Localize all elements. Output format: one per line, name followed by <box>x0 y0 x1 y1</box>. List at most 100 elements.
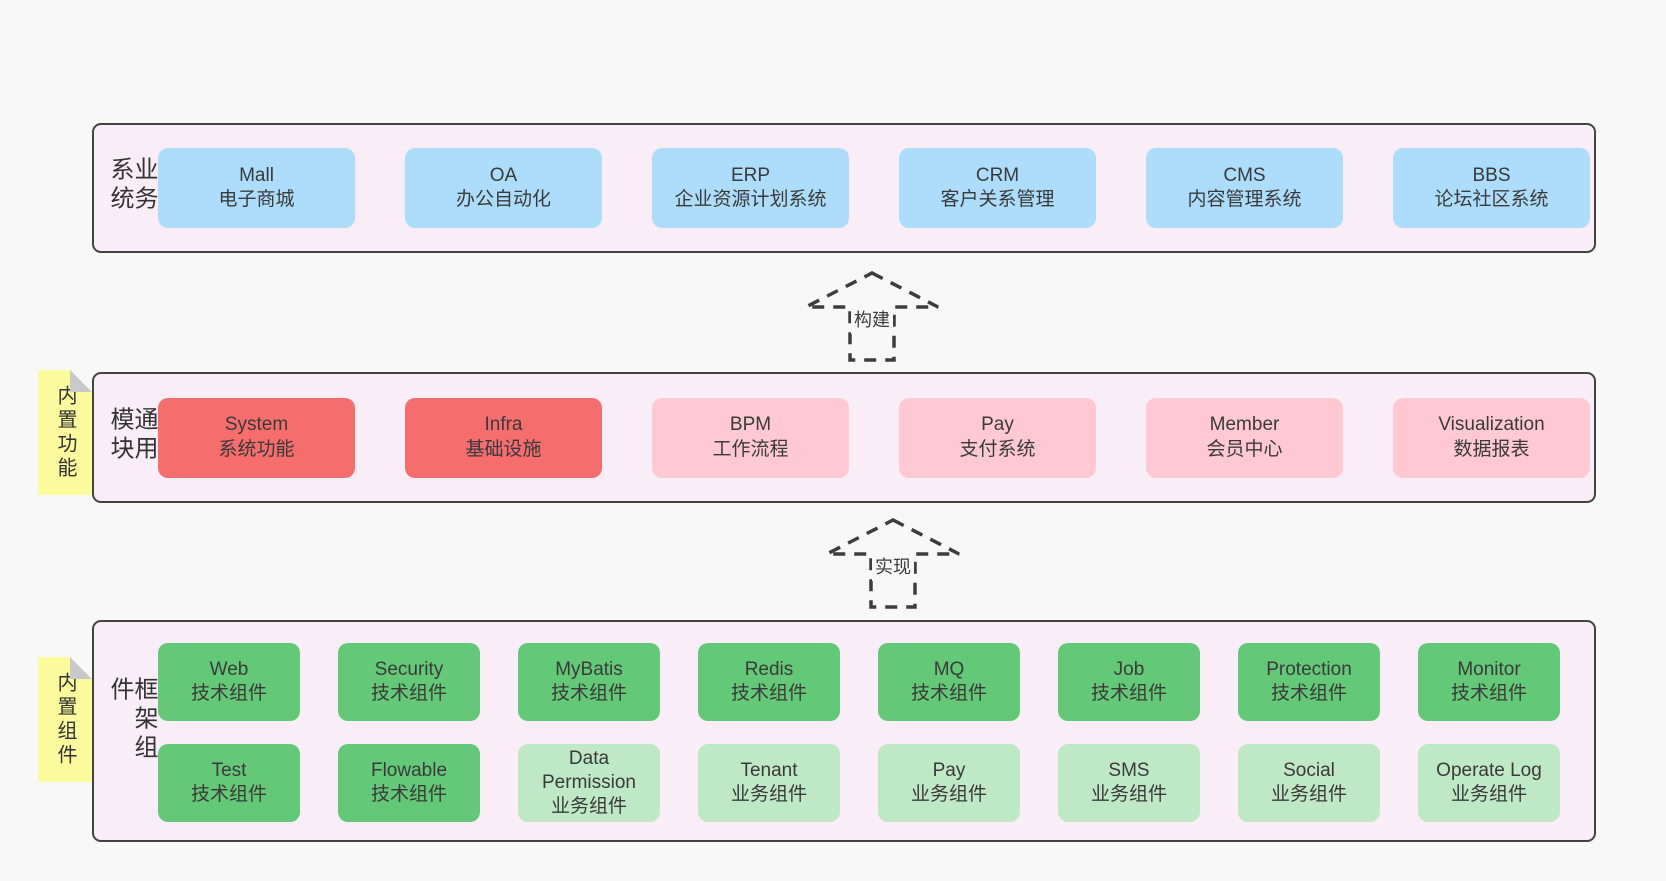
node-subtitle: 技术组件 <box>730 683 807 704</box>
node-job: Job 技术组件 <box>1058 643 1200 721</box>
note-fold-icon <box>70 370 92 392</box>
node-title: Pay <box>932 759 966 781</box>
node-subtitle: 办公自动化 <box>455 189 551 210</box>
node-title: Test <box>211 759 247 781</box>
components-nodes-row-2: Test 技术组件 Flowable 技术组件 Data Permission 业务组件 T… <box>158 744 1560 822</box>
node-subtitle: 技术组件 <box>910 683 987 704</box>
node-subtitle: 技术组件 <box>550 683 627 704</box>
arrow-build-label: 构建 <box>854 310 890 330</box>
note-label: 内置功能 <box>54 384 76 481</box>
node-subtitle: 电子商城 <box>218 189 295 210</box>
node-subtitle: 数据报表 <box>1453 438 1530 460</box>
node-title: Mall <box>239 164 274 186</box>
business-nodes-row: Mall 电子商城 OA 办公自动化 ERP 企业资源计划系统 CRM 客户关系管理 CMS 内容… <box>158 125 1590 251</box>
node-title: Web <box>209 658 249 680</box>
arrow-build: 构建 <box>802 268 942 363</box>
node-title: Member <box>1209 414 1280 436</box>
arrow-implement: 实现 <box>823 515 963 610</box>
node-subtitle: 技术组件 <box>190 683 267 704</box>
node-title: Operate Log <box>1436 759 1542 781</box>
node-title: BPM <box>729 414 772 436</box>
node-erp: ERP 企业资源计划系统 <box>652 148 849 228</box>
node-title: Social <box>1283 759 1335 781</box>
node-title: Redis <box>744 658 794 680</box>
sticky-note-built-in-features: 内置功能 <box>38 370 92 495</box>
node-subtitle: 技术组件 <box>1270 683 1347 704</box>
node-pay: Pay 业务组件 <box>878 744 1020 822</box>
node-subtitle: 论坛社区系统 <box>1434 189 1549 210</box>
node-operate-log: Operate Log 业务组件 <box>1418 744 1560 822</box>
node-protection: Protection 技术组件 <box>1238 643 1380 721</box>
node-subtitle: 业务组件 <box>730 784 807 805</box>
node-subtitle: 业务组件 <box>1450 784 1527 805</box>
node-title: Protection <box>1266 658 1352 680</box>
note-fold-icon <box>70 657 92 679</box>
node-subtitle: 业务组件 <box>910 784 987 805</box>
node-title: Job <box>1113 658 1145 680</box>
node-title: BBS <box>1472 164 1511 186</box>
node-crm: CRM 客户关系管理 <box>899 148 1096 228</box>
layer-label-business: 业务系统 <box>106 156 157 215</box>
arrow-implement-label: 实现 <box>875 557 911 577</box>
node-title: SMS <box>1108 759 1150 781</box>
node-subtitle: 支付系统 <box>959 438 1036 460</box>
node-title: Infra <box>484 414 523 436</box>
node-sms: SMS 业务组件 <box>1058 744 1200 822</box>
note-label: 内置组件 <box>54 671 76 768</box>
node-oa: OA 办公自动化 <box>405 148 602 228</box>
node-title: System <box>224 414 289 436</box>
node-title: Visualization <box>1438 414 1545 436</box>
up-arrow-outline-icon <box>826 518 960 609</box>
node-subtitle: 客户关系管理 <box>940 189 1055 210</box>
node-subtitle: 业务组件 <box>1270 784 1347 805</box>
node-subtitle: 技术组件 <box>190 784 267 805</box>
node-title: Monitor <box>1457 658 1521 680</box>
layer-label-modules: 通用模块 <box>106 405 157 464</box>
node-title: Pay <box>981 414 1014 436</box>
node-title: Flowable <box>370 759 448 781</box>
node-subtitle: 业务组件 <box>550 796 627 818</box>
node-title: CMS <box>1223 164 1266 186</box>
sticky-note-built-in-components: 内置组件 <box>38 657 92 782</box>
node-title: Data Permission <box>542 747 636 793</box>
node-subtitle: 基础设施 <box>465 438 542 460</box>
node-subtitle: 技术组件 <box>370 784 447 805</box>
node-title: OA <box>489 164 518 186</box>
node-subtitle: 系统功能 <box>218 438 295 460</box>
node-subtitle: 业务组件 <box>1090 784 1167 805</box>
node-redis: Redis 技术组件 <box>698 643 840 721</box>
node-title: CRM <box>975 164 1020 186</box>
node-title: Tenant <box>740 759 798 781</box>
node-subtitle: 技术组件 <box>1090 683 1167 704</box>
node-cms: CMS 内容管理系统 <box>1146 148 1343 228</box>
layer-label-components: 框架组件 <box>106 676 157 764</box>
node-mybatis: MyBatis 技术组件 <box>518 643 660 721</box>
node-title: MyBatis <box>555 658 623 680</box>
node-bbs: BBS 论坛社区系统 <box>1393 148 1590 228</box>
node-test: Test 技术组件 <box>158 744 300 822</box>
node-web: Web 技术组件 <box>158 643 300 721</box>
node-subtitle: 内容管理系统 <box>1187 189 1302 210</box>
node-subtitle: 会员中心 <box>1206 438 1283 460</box>
node-subtitle: 技术组件 <box>370 683 447 704</box>
node-flowable: Flowable 技术组件 <box>338 744 480 822</box>
node-title: ERP <box>730 164 771 186</box>
up-arrow-outline-icon <box>805 271 939 362</box>
node-subtitle: 企业资源计划系统 <box>674 189 827 210</box>
layer-business-systems: 业务系统 Mall 电子商城 OA 办公自动化 ERP 企业资源计划系统 CRM 客户关系管理… <box>92 123 1596 253</box>
